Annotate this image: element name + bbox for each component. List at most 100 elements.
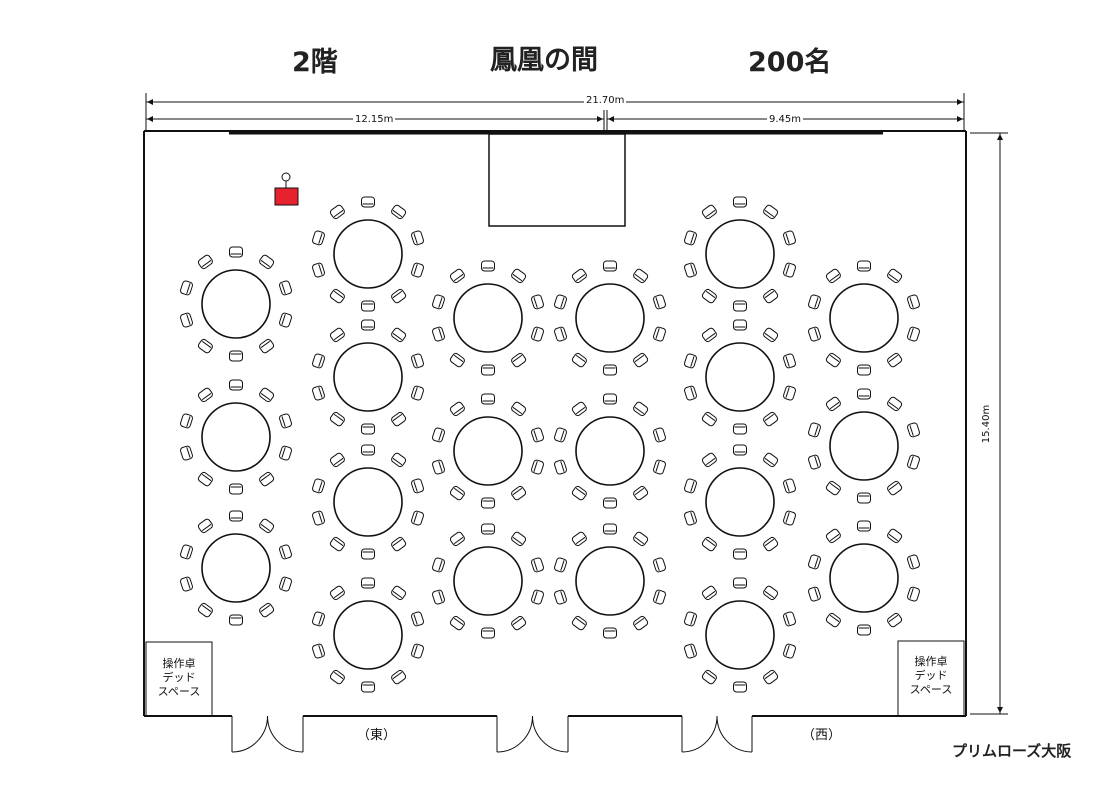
chair-back — [318, 233, 323, 244]
chair-back — [785, 264, 790, 275]
chair-back — [888, 614, 899, 623]
chair-seat — [633, 401, 649, 417]
chair — [361, 319, 375, 331]
table-layout — [180, 172, 920, 693]
chair — [907, 454, 920, 470]
chair — [279, 576, 292, 592]
table-top — [453, 546, 523, 616]
chair — [633, 268, 649, 284]
chair — [763, 411, 779, 427]
chair-seat — [229, 614, 243, 626]
control-desk-right-line3: スペース — [909, 683, 953, 696]
chair — [857, 520, 871, 532]
chair — [411, 353, 424, 369]
depth-label: 15.40m — [981, 402, 994, 446]
control-desk-right: 操作卓 デッド スペース — [898, 655, 964, 697]
chair-back — [260, 604, 271, 613]
chair — [279, 312, 292, 328]
door-east-arc-right — [267, 715, 304, 753]
chair-back — [438, 591, 443, 602]
chair-seat — [825, 396, 841, 412]
chair — [907, 294, 920, 310]
chair — [603, 523, 617, 535]
chair-back — [575, 617, 586, 626]
chair-seat — [229, 379, 243, 391]
chair-seat — [259, 338, 275, 354]
venue-name: プリムローズ大阪 — [952, 742, 1072, 760]
chair-back — [705, 290, 716, 299]
chair-seat — [511, 485, 527, 501]
chair — [511, 485, 527, 501]
chair — [887, 352, 903, 368]
chair-back — [512, 536, 523, 545]
chair-back — [281, 283, 286, 294]
round-table-5 — [312, 319, 424, 435]
chair-seat — [197, 338, 213, 354]
chair-seat — [391, 669, 407, 685]
chair-back — [909, 456, 914, 467]
chair — [361, 423, 375, 435]
chair-back — [690, 356, 695, 367]
chair — [684, 353, 697, 369]
west-door-label: （西） — [802, 728, 842, 743]
chair-back — [690, 233, 695, 244]
arrow-left-right — [597, 116, 603, 122]
chair — [763, 669, 779, 685]
chair-seat — [511, 352, 527, 368]
chair-seat — [391, 204, 407, 220]
chair — [603, 497, 617, 509]
chair — [701, 452, 717, 468]
round-table-6 — [312, 444, 424, 560]
round-table-16 — [684, 444, 796, 560]
table-top — [333, 342, 403, 412]
chair-seat — [259, 254, 275, 270]
chair — [603, 627, 617, 639]
chair-back — [634, 536, 645, 545]
chair-seat — [887, 396, 903, 412]
chair — [733, 196, 747, 208]
chair-seat — [361, 444, 375, 456]
chair — [197, 387, 213, 403]
chair — [554, 427, 567, 443]
chair — [279, 445, 292, 461]
chair-back — [318, 614, 323, 625]
table-top — [575, 546, 645, 616]
chair-seat — [259, 602, 275, 618]
chair-back — [260, 523, 271, 532]
door-center-arc-left — [496, 715, 533, 753]
chair-seat — [763, 288, 779, 304]
chair-back — [453, 617, 464, 626]
chair-seat — [449, 615, 465, 631]
chair — [907, 326, 920, 342]
chair-seat — [825, 352, 841, 368]
chair — [783, 643, 796, 659]
chair-seat — [571, 268, 587, 284]
chair — [481, 523, 495, 535]
chair — [571, 352, 587, 368]
chair-back — [318, 645, 323, 656]
chair — [259, 387, 275, 403]
chair — [684, 478, 697, 494]
chair-seat — [633, 485, 649, 501]
chair — [733, 319, 747, 331]
chair — [808, 586, 821, 602]
chair — [825, 352, 841, 368]
chair — [633, 485, 649, 501]
chair — [361, 681, 375, 693]
chair — [825, 528, 841, 544]
round-table-18 — [808, 260, 920, 376]
chair — [259, 338, 275, 354]
chair — [825, 268, 841, 284]
chair-seat — [449, 401, 465, 417]
chair — [633, 531, 649, 547]
table-top — [453, 416, 523, 486]
chair-back — [690, 264, 695, 275]
control-desk-right-line2: デッド — [914, 669, 948, 682]
chair — [653, 326, 666, 342]
chair-back — [560, 430, 565, 441]
chair — [432, 326, 445, 342]
chair-seat — [887, 612, 903, 628]
chair — [432, 294, 445, 310]
chair-back — [829, 401, 840, 410]
table-top — [575, 416, 645, 486]
